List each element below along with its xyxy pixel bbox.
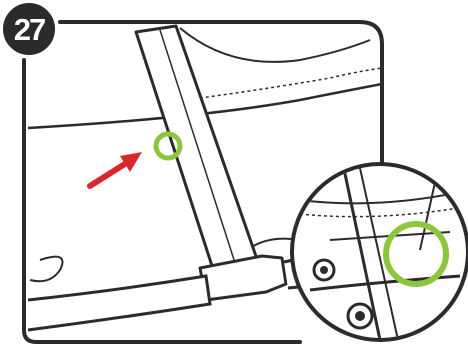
red-arrow-icon	[90, 152, 142, 186]
frame-tube-shade	[160, 30, 236, 266]
basket-inner-edge	[200, 68, 382, 98]
step-badge: 27	[0, 0, 58, 58]
detail-inset	[292, 150, 468, 340]
step-number: 27	[14, 14, 44, 45]
lower-frame-bar	[28, 276, 210, 330]
basket-fold-1	[30, 257, 63, 282]
canopy-edge	[180, 28, 370, 62]
